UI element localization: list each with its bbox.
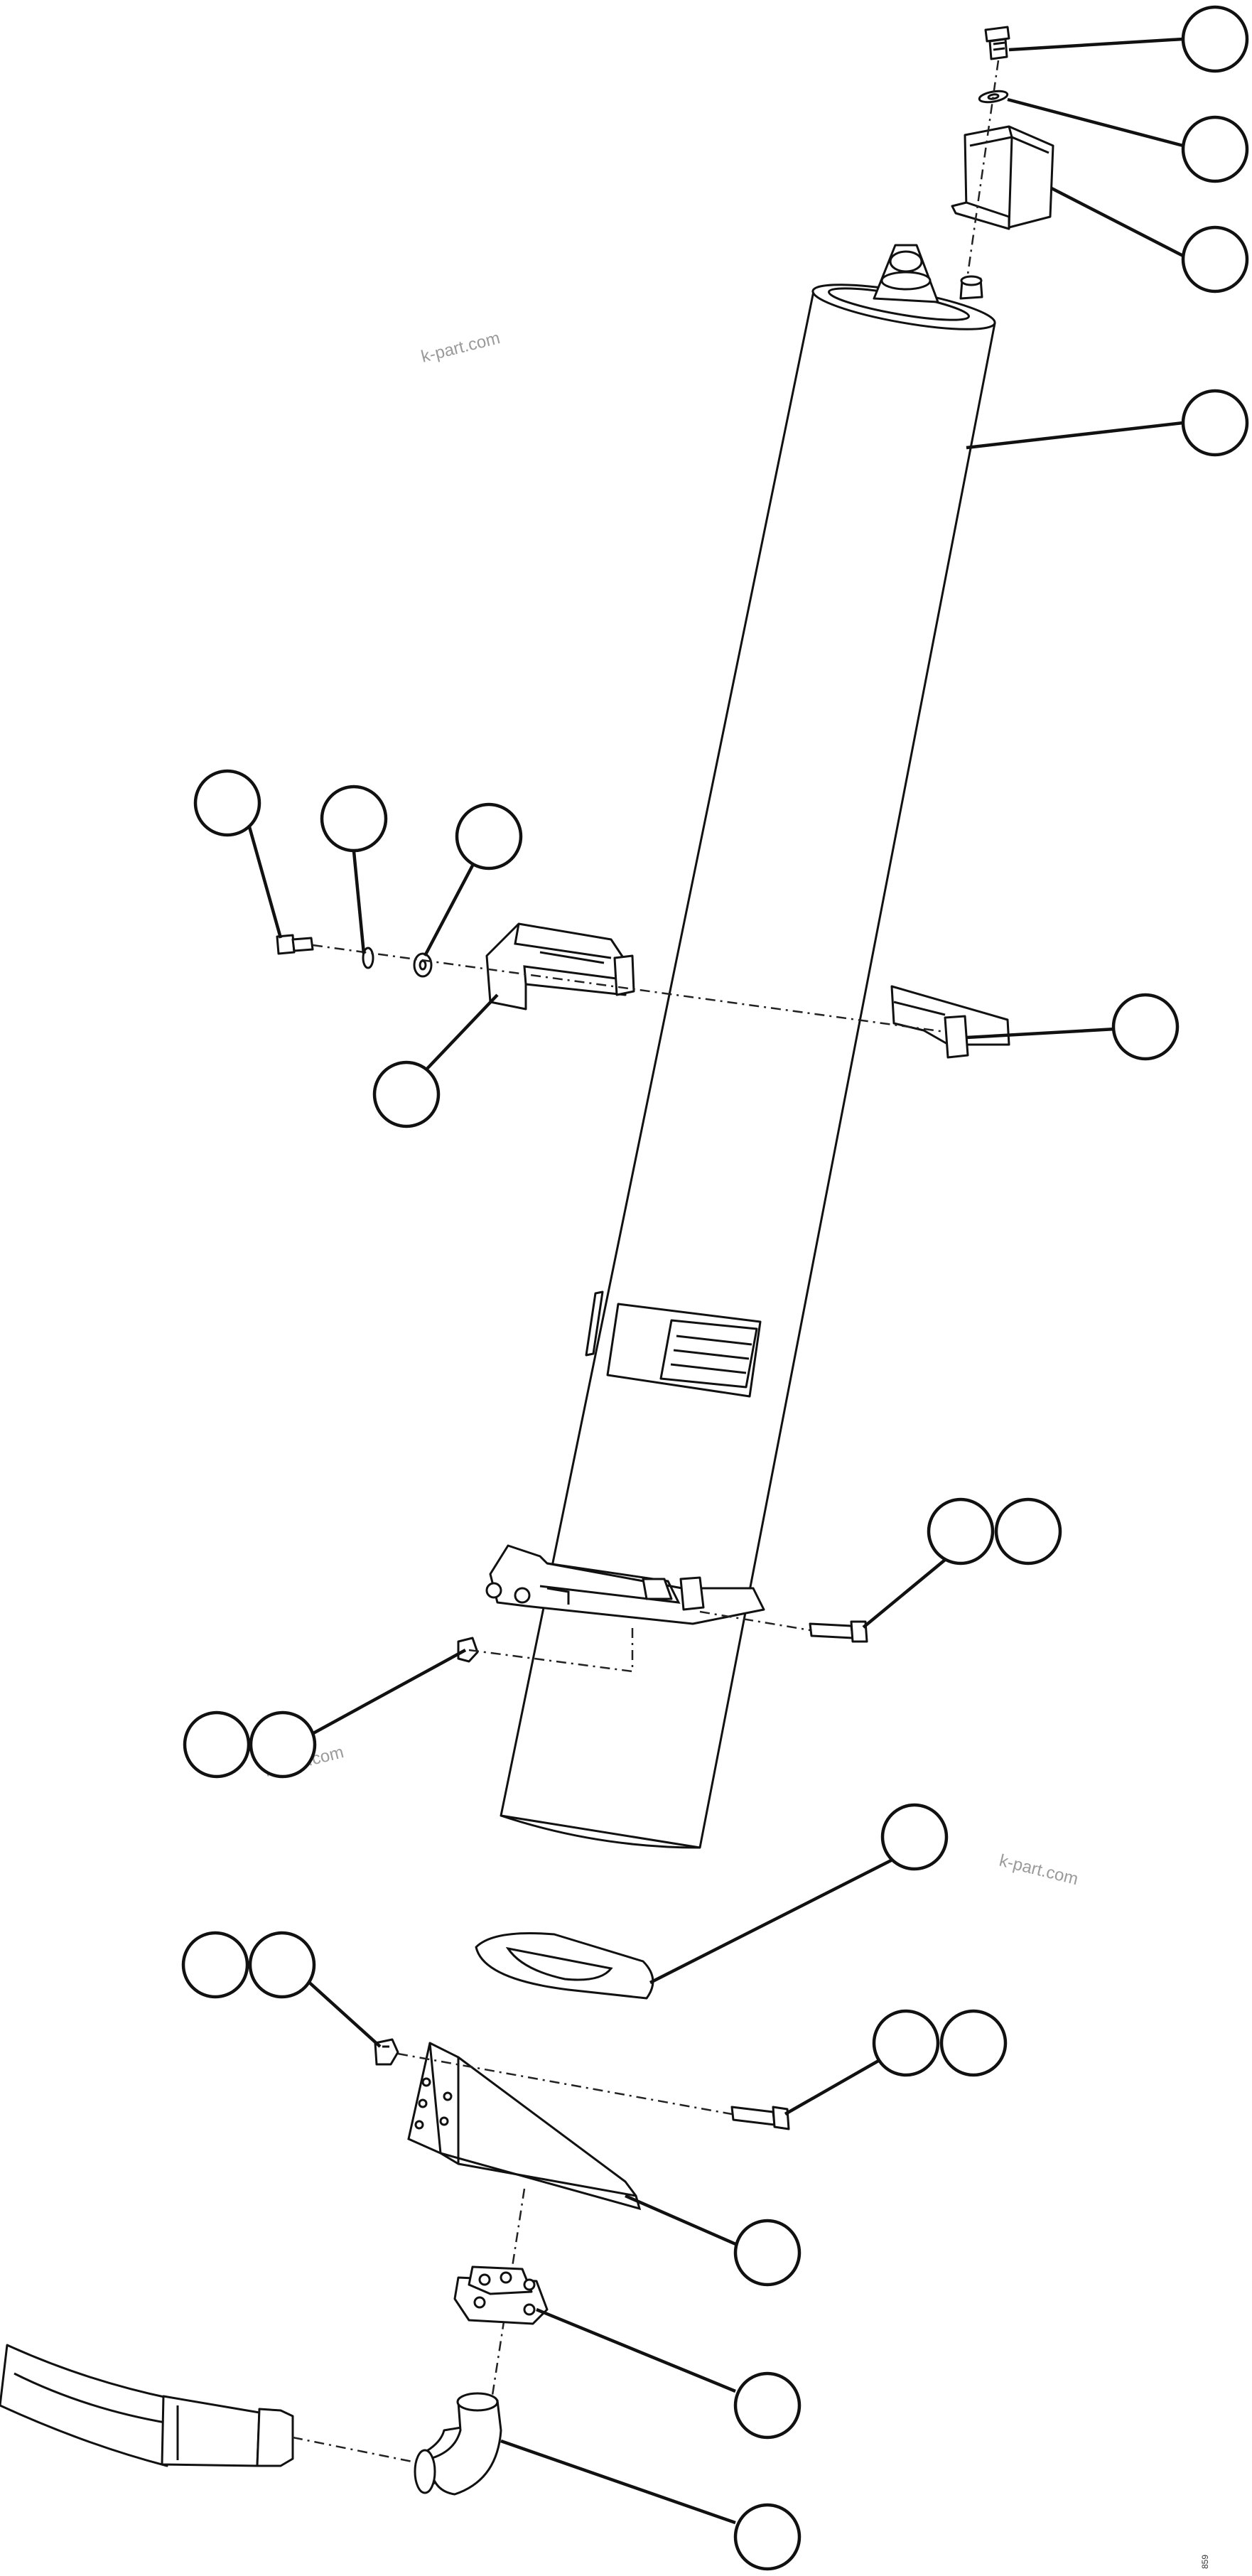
- lower-clamp: [485, 1544, 765, 1625]
- upper-clamp-band: [890, 985, 1010, 1059]
- top-bracket: [951, 125, 1054, 230]
- callout-elbow-bolt-a[interactable]: [872, 2009, 940, 2077]
- top-washer: [978, 90, 1009, 104]
- callout-elbow-bolt-b[interactable]: [939, 2009, 1008, 2077]
- callout-left-bolt[interactable]: [193, 769, 261, 837]
- callout-gasket[interactable]: [880, 1803, 949, 1871]
- figure-code: 859: [1200, 2555, 1210, 2569]
- callout-flange[interactable]: [733, 2371, 802, 2440]
- gasket: [475, 1932, 654, 2000]
- left-washer-2: [413, 952, 433, 978]
- elbow-bracket-centerline: [397, 2052, 733, 2116]
- top-bolt: [984, 26, 1010, 60]
- lower-nut: [457, 1637, 479, 1663]
- callout-left-washer-2[interactable]: [455, 802, 523, 871]
- callout-lower-nut-a[interactable]: [183, 1710, 251, 1779]
- watermark-4: k-part.com: [998, 1851, 1081, 1890]
- left-bracket: [485, 922, 635, 1011]
- callout-elbow-bracket[interactable]: [733, 2219, 802, 2287]
- callout-elbow-nut-a[interactable]: [181, 1931, 249, 1999]
- callout-elbow[interactable]: [733, 2503, 802, 2571]
- lower-bolt: [809, 1620, 868, 1643]
- hose-centerline: [292, 2436, 416, 2464]
- elbow-bracket: [407, 2042, 642, 2211]
- callout-upper-clamp[interactable]: [1111, 993, 1180, 1061]
- watermark-1: k-part.com: [419, 328, 502, 367]
- callout-muffler[interactable]: [1181, 389, 1249, 457]
- upper-clamp-centerline: [312, 944, 946, 1033]
- callout-left-washer-1[interactable]: [320, 785, 388, 853]
- elbow-bolt: [730, 2106, 790, 2130]
- muffler-body: [500, 244, 996, 1849]
- callout-lower-nut-b[interactable]: [249, 1710, 317, 1779]
- exhaust-hose: [0, 2344, 294, 2467]
- left-bolt: [276, 934, 314, 955]
- callout-elbow-nut-b[interactable]: [248, 1931, 316, 1999]
- elbow: [414, 2392, 502, 2496]
- lower-clamp-centerline: [468, 1610, 811, 1673]
- callout-left-bracket[interactable]: [372, 1060, 441, 1128]
- callout-top-2[interactable]: [1181, 115, 1249, 183]
- callout-top-3[interactable]: [1181, 225, 1249, 293]
- flange: [453, 2265, 549, 2325]
- callout-lower-bolt-b[interactable]: [994, 1497, 1062, 1565]
- top-centerline: [965, 60, 1000, 285]
- callout-top-1[interactable]: [1181, 5, 1249, 73]
- leader-lines: [247, 37, 1184, 2525]
- callout-lower-bolt-a[interactable]: [927, 1497, 995, 1565]
